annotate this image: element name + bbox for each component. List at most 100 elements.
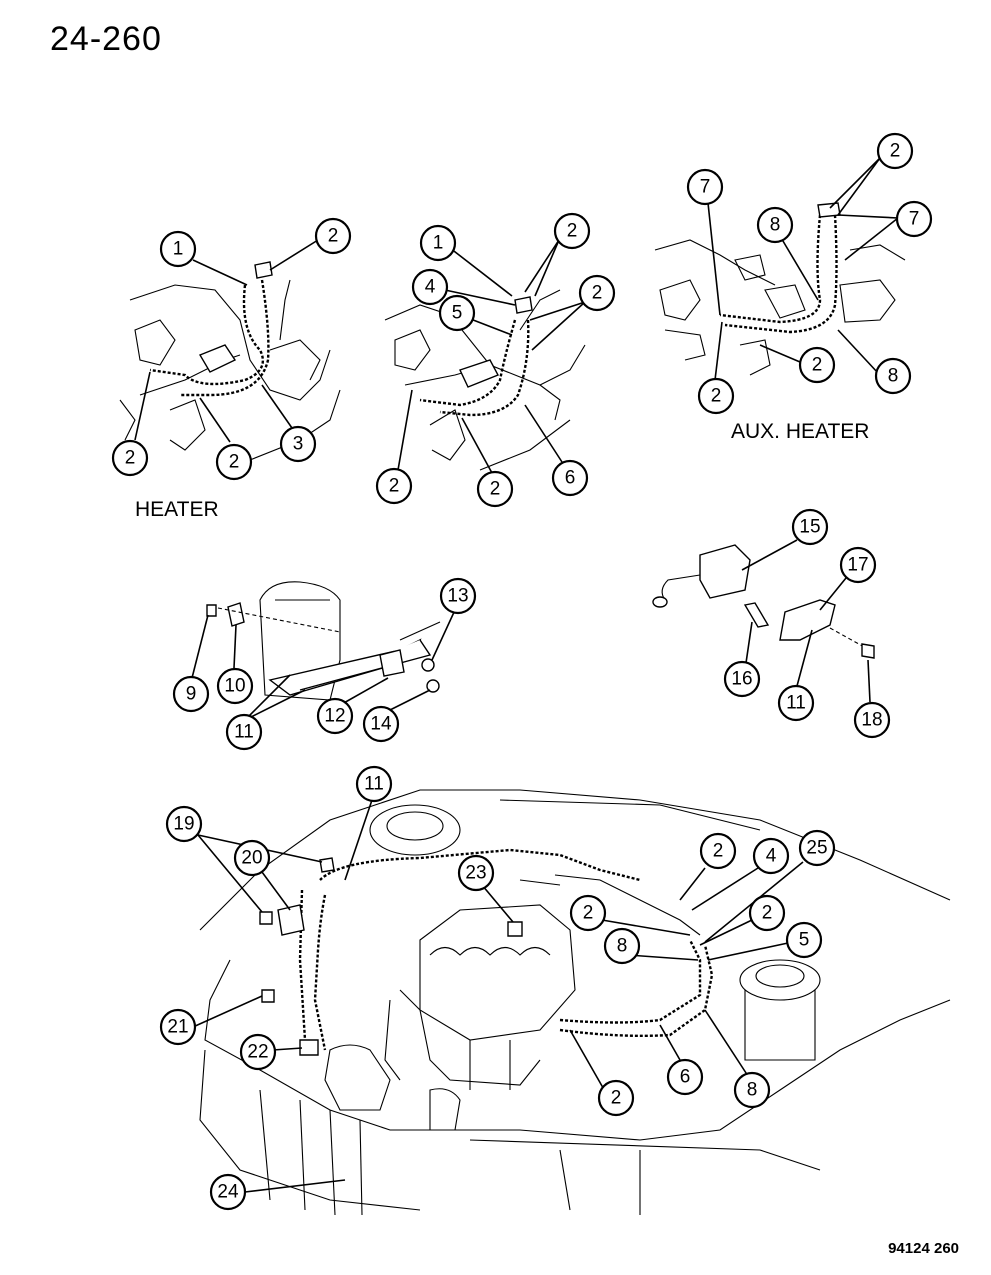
hose-bracket-view-illustration bbox=[206, 581, 441, 701]
callout-5: 5 bbox=[785, 921, 823, 959]
svg-text:18: 18 bbox=[861, 710, 882, 731]
callout-2: 2 bbox=[699, 832, 737, 870]
callout-14: 14 bbox=[362, 705, 400, 743]
svg-text:7: 7 bbox=[909, 209, 920, 230]
callout-19: 19 bbox=[165, 805, 203, 843]
svg-text:2: 2 bbox=[762, 903, 773, 924]
callout-18: 18 bbox=[853, 701, 891, 739]
svg-text:12: 12 bbox=[324, 706, 345, 727]
callout-5: 5 bbox=[438, 294, 476, 332]
callout-2: 2 bbox=[798, 346, 836, 384]
callout-25: 25 bbox=[798, 829, 836, 867]
callout-11: 11 bbox=[777, 684, 815, 722]
svg-text:2: 2 bbox=[567, 221, 578, 242]
svg-text:13: 13 bbox=[447, 586, 468, 607]
callout-7: 7 bbox=[686, 168, 724, 206]
svg-text:7: 7 bbox=[700, 177, 711, 198]
callout-8: 8 bbox=[733, 1071, 771, 1109]
callout-2: 2 bbox=[697, 377, 735, 415]
callout-22: 22 bbox=[239, 1033, 277, 1071]
callout-16: 16 bbox=[723, 660, 761, 698]
callout-8: 8 bbox=[756, 206, 794, 244]
svg-text:25: 25 bbox=[806, 838, 827, 859]
callout-20: 20 bbox=[233, 839, 271, 877]
page-code: 24-260 bbox=[50, 20, 162, 58]
svg-text:8: 8 bbox=[770, 215, 781, 236]
callout-8: 8 bbox=[603, 927, 641, 965]
svg-text:21: 21 bbox=[167, 1017, 188, 1038]
svg-text:8: 8 bbox=[747, 1080, 758, 1101]
svg-text:17: 17 bbox=[847, 555, 868, 576]
callout-13: 13 bbox=[439, 577, 477, 615]
callout-2: 2 bbox=[597, 1079, 635, 1117]
callout-7: 7 bbox=[895, 200, 933, 238]
svg-text:2: 2 bbox=[389, 476, 400, 497]
callout-12: 12 bbox=[316, 697, 354, 735]
svg-text:14: 14 bbox=[370, 714, 392, 735]
svg-text:11: 11 bbox=[364, 774, 384, 795]
svg-text:6: 6 bbox=[565, 468, 576, 489]
engine-view-leaders bbox=[192, 799, 804, 1193]
svg-text:8: 8 bbox=[617, 936, 628, 957]
bracket-view-2-leaders bbox=[741, 539, 871, 703]
heater-view-leaders bbox=[134, 239, 319, 443]
svg-text:2: 2 bbox=[583, 903, 594, 924]
svg-text:4: 4 bbox=[766, 846, 777, 867]
callout-21: 21 bbox=[159, 1008, 197, 1046]
callout-2: 2 bbox=[375, 467, 413, 505]
svg-text:15: 15 bbox=[799, 517, 820, 538]
heater-view-2-illustration bbox=[384, 289, 586, 471]
callout-2: 2 bbox=[215, 443, 253, 481]
callout-2: 2 bbox=[569, 894, 607, 932]
svg-text:19: 19 bbox=[173, 814, 194, 835]
svg-text:2: 2 bbox=[592, 283, 603, 304]
heater-view-2-leaders bbox=[397, 239, 586, 474]
callout-4: 4 bbox=[752, 837, 790, 875]
svg-text:22: 22 bbox=[247, 1042, 268, 1063]
svg-text:2: 2 bbox=[229, 452, 240, 473]
aux-heater-view-leaders bbox=[707, 157, 899, 381]
hose-bracket-view-leaders bbox=[191, 609, 456, 721]
callout-9: 9 bbox=[172, 675, 210, 713]
callout-6: 6 bbox=[551, 459, 589, 497]
callout-2: 2 bbox=[111, 439, 149, 477]
svg-text:8: 8 bbox=[888, 366, 899, 387]
heater-view-illustration bbox=[119, 261, 341, 461]
callout-17: 17 bbox=[839, 546, 877, 584]
callout-2: 2 bbox=[876, 132, 914, 170]
callout-11: 11 bbox=[225, 713, 263, 751]
svg-text:2: 2 bbox=[711, 386, 722, 407]
svg-text:2: 2 bbox=[812, 355, 823, 376]
svg-text:1: 1 bbox=[433, 233, 444, 254]
callout-4: 4 bbox=[411, 268, 449, 306]
svg-text:11: 11 bbox=[234, 722, 254, 743]
svg-text:10: 10 bbox=[224, 676, 245, 697]
callout-2: 2 bbox=[553, 212, 591, 250]
svg-text:2: 2 bbox=[713, 841, 724, 862]
svg-text:2: 2 bbox=[611, 1088, 622, 1109]
svg-text:6: 6 bbox=[680, 1067, 691, 1088]
svg-text:2: 2 bbox=[328, 226, 339, 247]
svg-text:9: 9 bbox=[186, 684, 197, 705]
svg-text:1: 1 bbox=[173, 239, 184, 260]
callout-2: 2 bbox=[578, 274, 616, 312]
bracket-view-2-illustration bbox=[652, 544, 875, 659]
svg-text:2: 2 bbox=[490, 479, 501, 500]
svg-text:23: 23 bbox=[465, 863, 486, 884]
callout-2: 2 bbox=[748, 894, 786, 932]
callout-3: 3 bbox=[279, 425, 317, 463]
callout-10: 10 bbox=[216, 667, 254, 705]
heater-caption: HEATER bbox=[135, 498, 219, 521]
engine-view-illustration bbox=[199, 789, 951, 1216]
svg-text:3: 3 bbox=[293, 434, 304, 455]
svg-text:20: 20 bbox=[241, 848, 262, 869]
callout-24: 24 bbox=[209, 1173, 247, 1211]
aux-heater-caption: AUX. HEATER bbox=[731, 420, 870, 443]
callout-23: 23 bbox=[457, 854, 495, 892]
callout-15: 15 bbox=[791, 508, 829, 546]
callout-2: 2 bbox=[476, 470, 514, 508]
callout-6: 6 bbox=[666, 1058, 704, 1096]
svg-text:5: 5 bbox=[452, 303, 463, 324]
callout-11: 11 bbox=[355, 765, 393, 803]
